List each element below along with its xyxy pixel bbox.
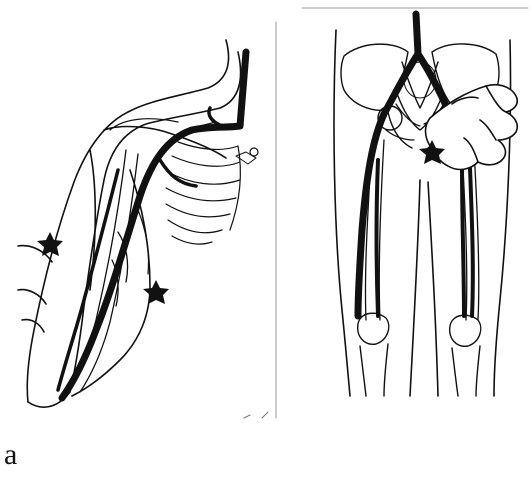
star-marker-icon bbox=[143, 280, 169, 304]
arm-panel bbox=[18, 22, 276, 418]
star-marker-icon bbox=[37, 232, 63, 256]
arm-vessel-branches bbox=[58, 108, 232, 390]
panel-label: a bbox=[4, 440, 17, 470]
knees bbox=[358, 313, 481, 396]
aorta-iliac-femoral-arteries bbox=[358, 14, 450, 316]
arm-panel-corner-mark bbox=[244, 412, 268, 418]
leg-vessel-branches bbox=[377, 160, 473, 316]
axillary-brachial-artery bbox=[62, 52, 246, 398]
rib-cage bbox=[166, 142, 258, 244]
leg-panel bbox=[302, 8, 528, 396]
